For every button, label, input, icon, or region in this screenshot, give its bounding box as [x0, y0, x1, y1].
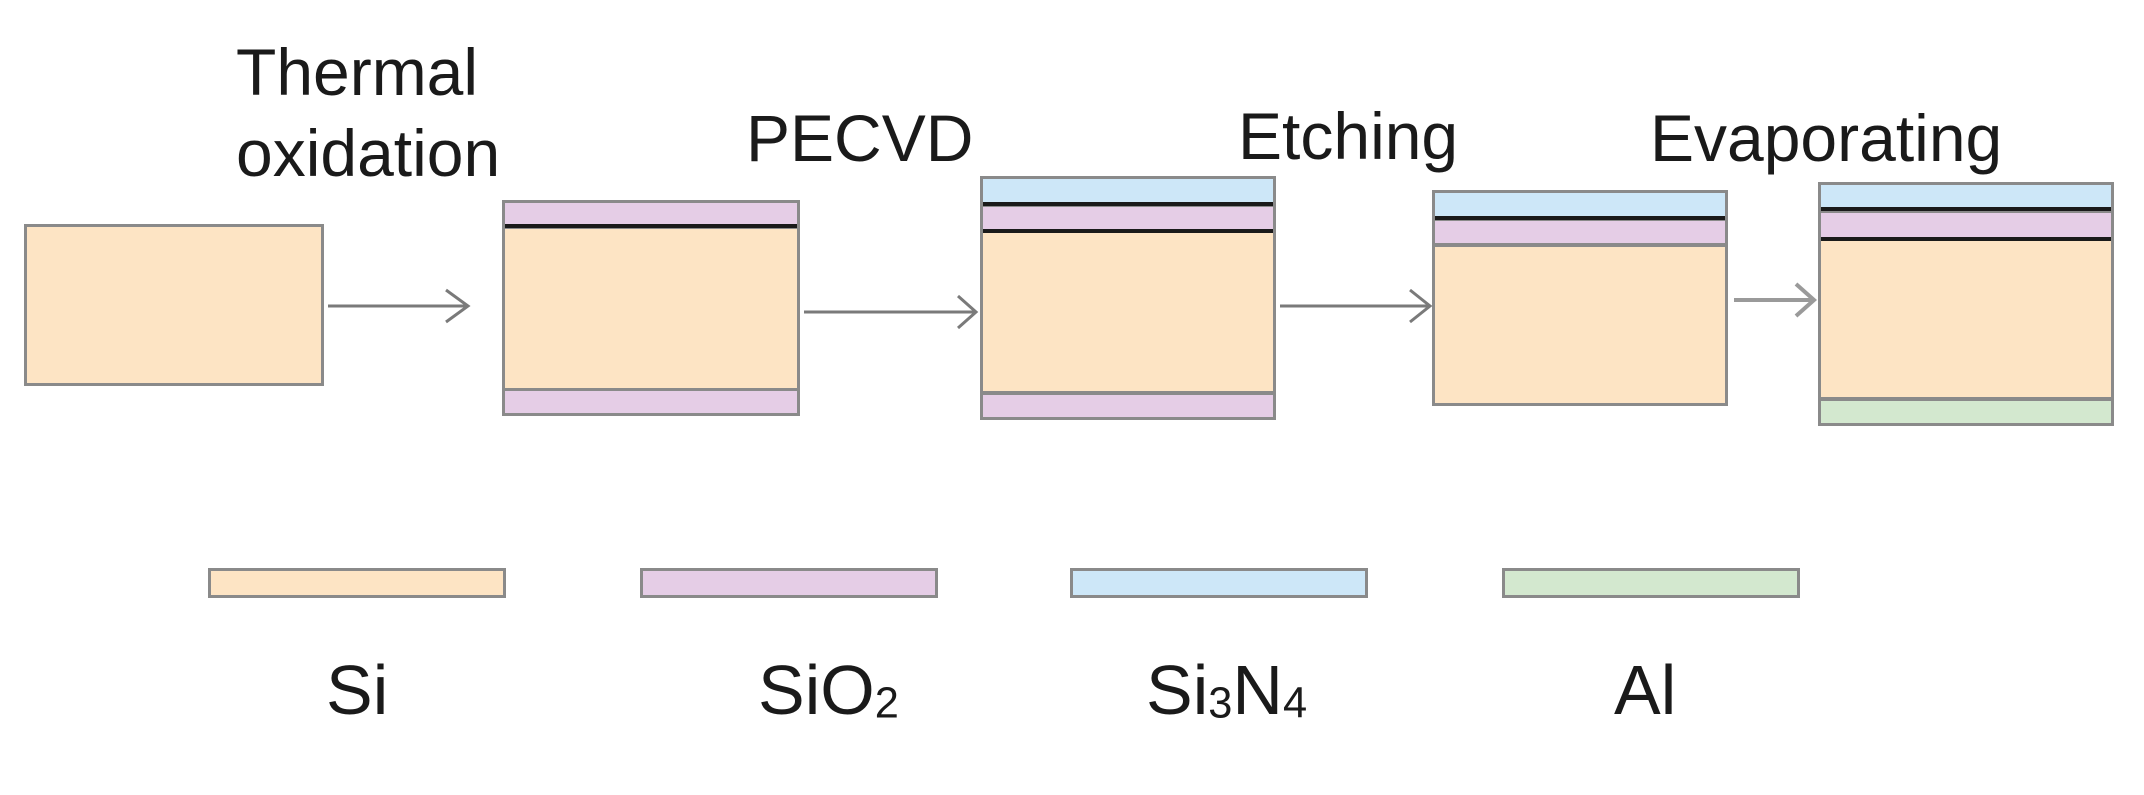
layer-interface-line — [983, 229, 1273, 233]
arrow-icon — [804, 294, 979, 330]
si-layer — [24, 224, 324, 386]
sio2-layer-top — [980, 204, 1276, 232]
legend-label-al: Al — [1614, 650, 1676, 730]
sio2-layer-top — [1818, 210, 2114, 240]
arrow-icon — [1734, 282, 1818, 318]
legend-label-si: Si — [326, 650, 388, 730]
legend-label-text: Si — [326, 651, 389, 729]
sio2-layer-bottom — [502, 388, 800, 416]
step-label-line: Etching — [1238, 99, 1459, 173]
legend-swatch-al — [1502, 568, 1800, 598]
step-label-line: Thermal — [236, 35, 479, 109]
si-layer — [980, 230, 1276, 394]
legend-label-si3n4: Si3N4 — [1146, 650, 1307, 730]
arrow-icon — [328, 288, 471, 324]
layer-interface-line — [1435, 216, 1725, 220]
layer-interface-line — [983, 202, 1273, 206]
arrow-icon — [1280, 288, 1433, 324]
legend-label-subscript: 2 — [874, 679, 899, 728]
layer-interface-line — [1821, 207, 2111, 211]
legend-swatch-sio2 — [640, 568, 938, 598]
step-label-line: oxidation — [236, 115, 501, 190]
step-label-evaporating: Evaporating — [1650, 98, 2002, 179]
legend-label-text: Si — [1146, 651, 1209, 729]
legend-label-text: Al — [1614, 651, 1677, 729]
step-label-line: Evaporating — [1650, 101, 2003, 175]
layer-interface-line — [1821, 237, 2111, 241]
legend-label-sio2: SiO2 — [758, 650, 899, 730]
si-layer — [1818, 238, 2114, 400]
legend-label-text: N — [1232, 651, 1283, 729]
step-label-thermal-oxidation: Thermal oxidation — [236, 32, 500, 193]
legend-label-subscript: 3 — [1208, 679, 1233, 728]
step-label-etching: Etching — [1238, 96, 1458, 177]
legend-swatch-si3n4 — [1070, 568, 1368, 598]
al-layer-bottom — [1818, 398, 2114, 426]
sio2-layer-top — [1432, 218, 1728, 246]
step-label-line: PECVD — [746, 101, 974, 175]
legend-swatch-si — [208, 568, 506, 598]
step-label-pecvd: PECVD — [746, 98, 973, 179]
legend-label-subscript: 4 — [1282, 679, 1308, 728]
layer-interface-line — [505, 224, 797, 228]
si-layer — [1432, 244, 1728, 406]
si-layer — [502, 226, 800, 392]
legend-label-text: SiO — [758, 651, 875, 729]
sio2-layer-bottom — [980, 392, 1276, 420]
